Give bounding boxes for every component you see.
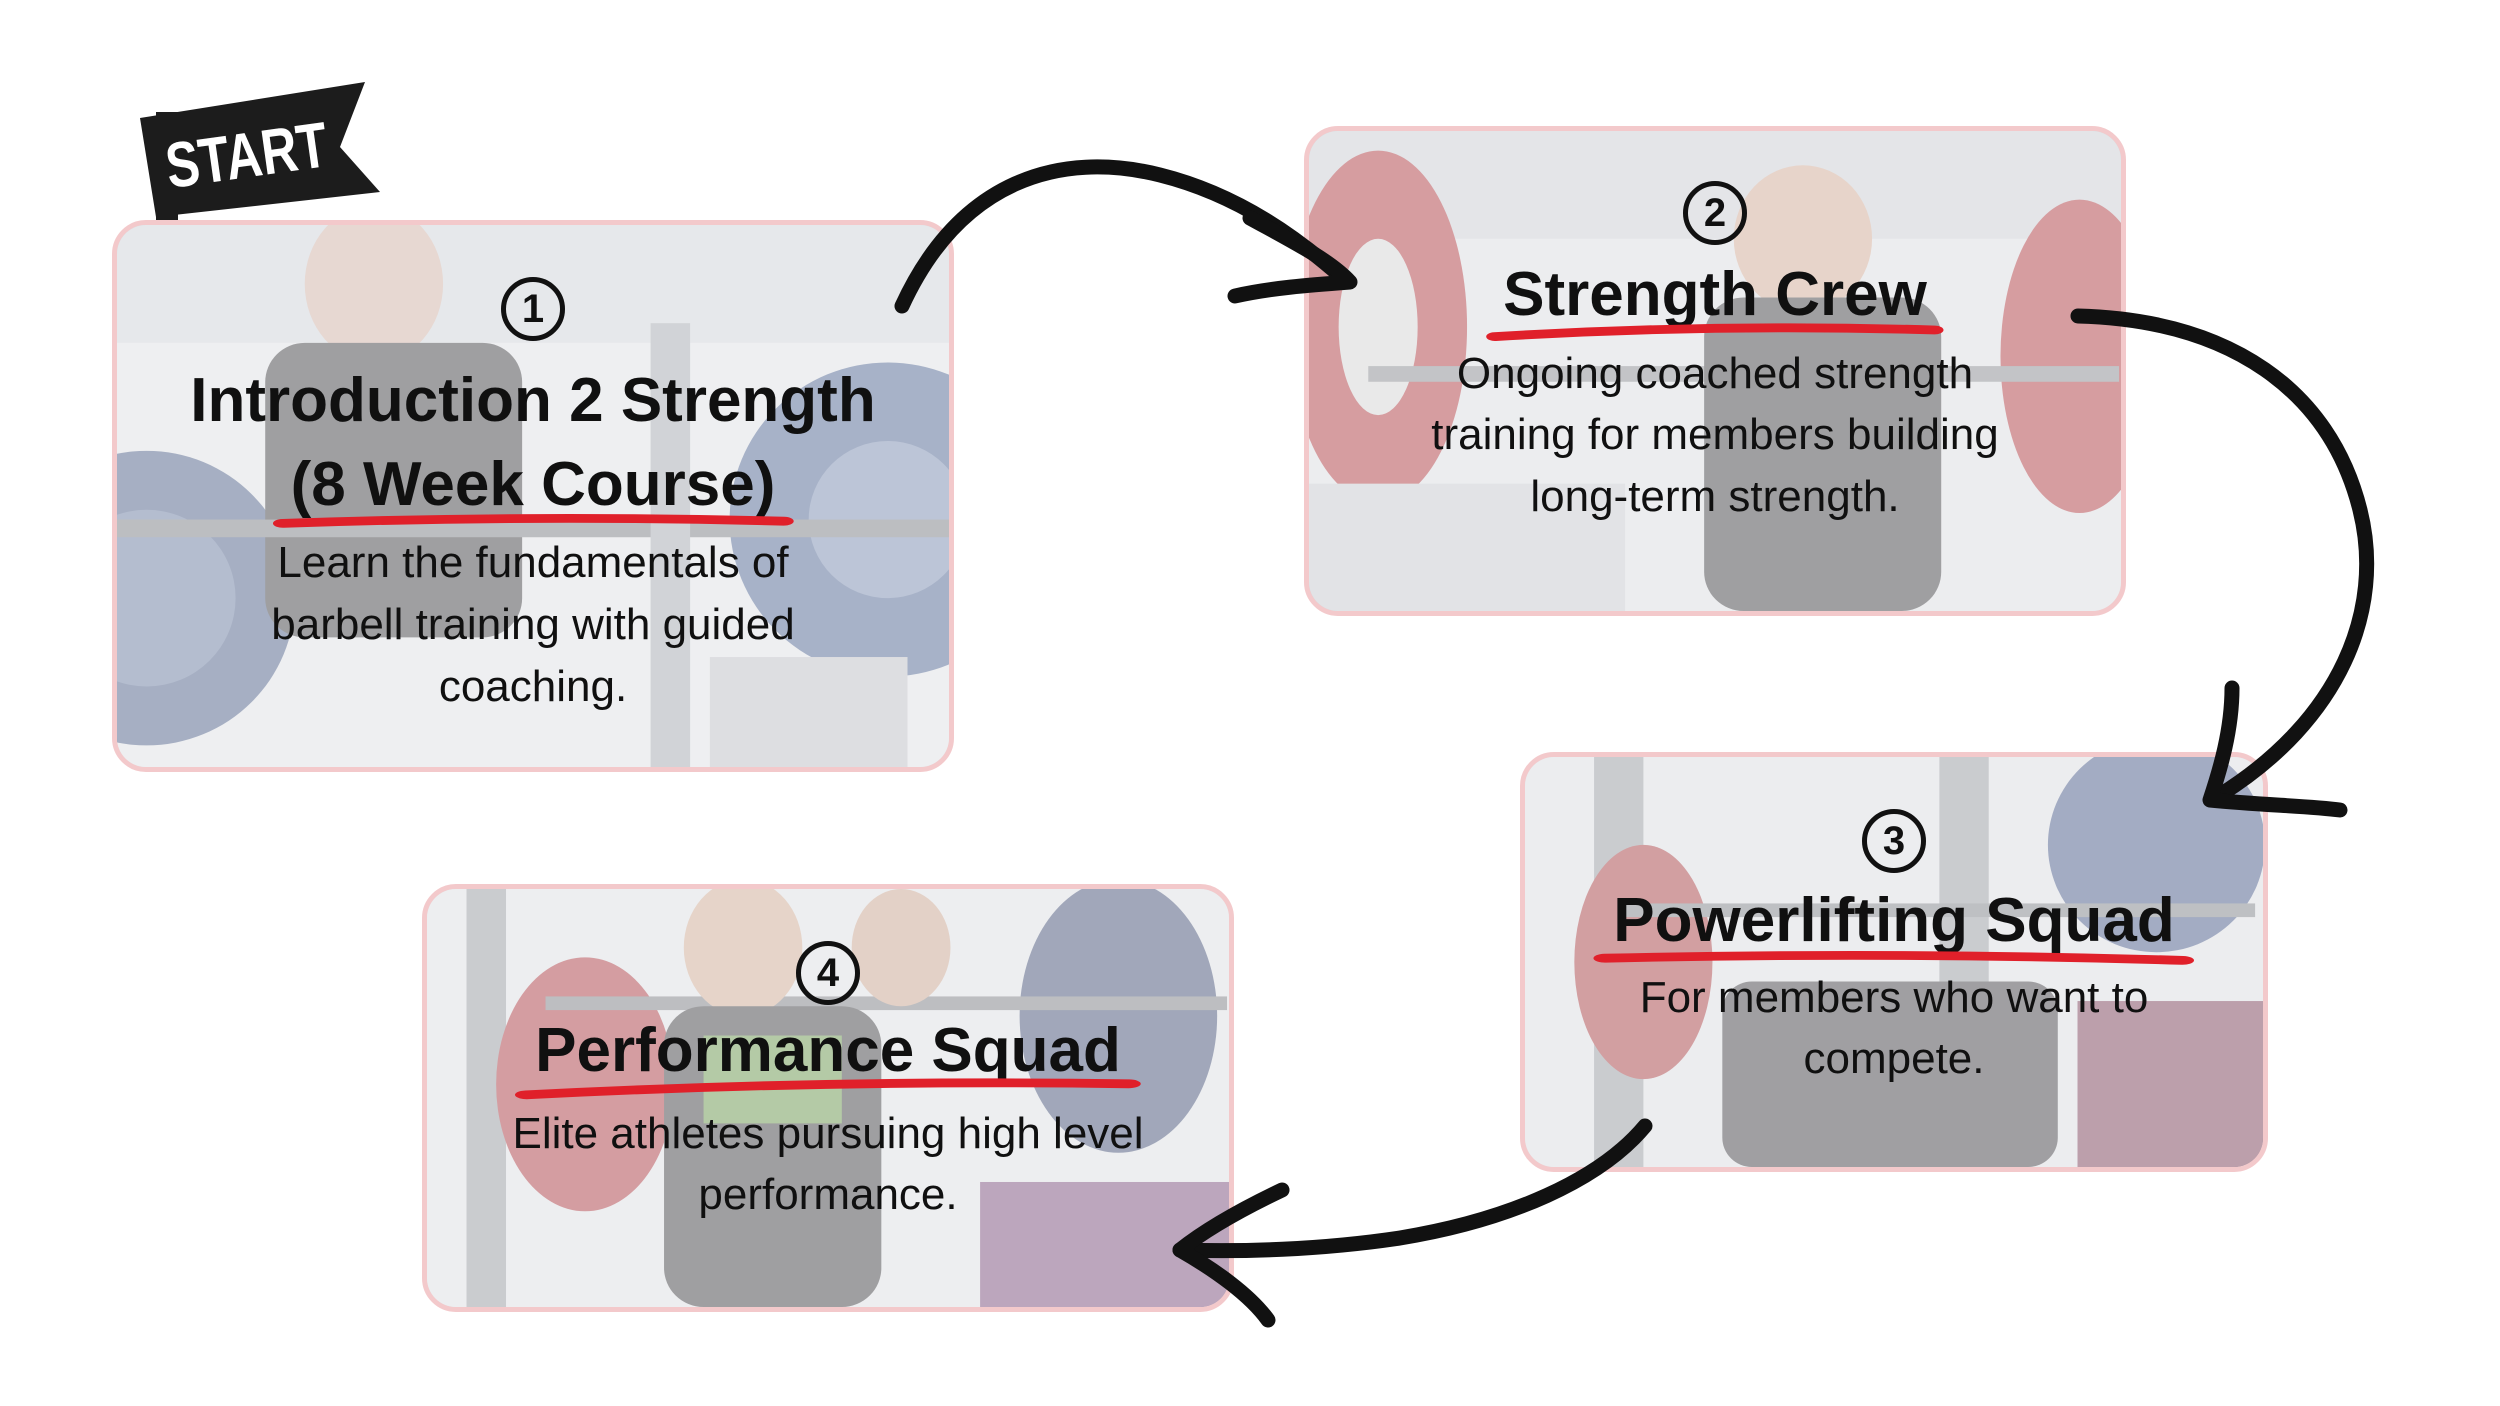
step-4-title-line-1: Performance Squad — [515, 1009, 1141, 1099]
step-card-3-content: 3 Powerlifting Squad For members who wan… — [1525, 757, 2263, 1167]
step-1-title-line-2: (8 Week Course) — [272, 443, 794, 529]
step-2-description-line-3: long-term strength. — [1530, 471, 1900, 521]
step-card-4-content: 4 Performance Squad Elite athletes pursu… — [427, 889, 1229, 1307]
red-underline-stroke — [1486, 323, 1944, 341]
step-1-description-line-1: Learn the fundamentals of — [277, 538, 789, 588]
step-1-description-line-2: barbell training with guided — [271, 599, 795, 649]
step-number-badge: 2 — [1683, 181, 1747, 245]
step-2-description-line-2: training for members building — [1431, 410, 1999, 460]
step-number-badge: 3 — [1862, 809, 1926, 873]
step-4-description-line-2: performance. — [698, 1170, 958, 1220]
underlined-title: (8 Week Course) — [272, 443, 794, 529]
step-1-title-text: (8 Week Course) — [290, 449, 776, 519]
start-flag-icon: START — [140, 82, 380, 317]
step-number-badge: 1 — [501, 277, 565, 341]
step-2-description-line-1: Ongoing coached strength — [1456, 348, 1974, 398]
step-4-title-text: Performance Squad — [535, 1016, 1121, 1085]
underlined-title: Performance Squad — [515, 1009, 1141, 1099]
underlined-title: Strength Crew — [1486, 253, 1944, 341]
step-3-description-line-2: compete. — [1803, 1034, 1985, 1084]
step-number-badge: 4 — [796, 941, 860, 1005]
red-underline-stroke — [272, 514, 794, 529]
step-card-4: 4 Performance Squad Elite athletes pursu… — [422, 884, 1234, 1312]
step-card-2: 2 Strength Crew Ongoing coached strength… — [1304, 126, 2126, 616]
step-2-title-line-1: Strength Crew — [1486, 253, 1944, 341]
red-underline-stroke — [515, 1078, 1141, 1099]
step-3-description-line-1: For members who want to — [1639, 972, 2149, 1022]
step-1-title-line-1: Introduction 2 Strength — [190, 366, 876, 435]
step-3-title-line-1: Powerlifting Squad — [1593, 879, 2195, 965]
step-2-title-text: Strength Crew — [1503, 260, 1927, 329]
step-card-1-content: 1 Introduction 2 Strength (8 Week Course… — [117, 225, 949, 767]
step-4-description-line-1: Elite athletes pursuing high level — [512, 1108, 1144, 1158]
underlined-title: Powerlifting Squad — [1593, 879, 2195, 965]
red-underline-stroke — [1593, 950, 2195, 965]
step-1-description-line-3: coaching. — [438, 661, 628, 711]
step-card-2-content: 2 Strength Crew Ongoing coached strength… — [1309, 131, 2121, 611]
step-3-title-text: Powerlifting Squad — [1613, 886, 2175, 955]
step-card-3: 3 Powerlifting Squad For members who wan… — [1520, 752, 2268, 1172]
step-card-1: 1 Introduction 2 Strength (8 Week Course… — [112, 220, 954, 772]
